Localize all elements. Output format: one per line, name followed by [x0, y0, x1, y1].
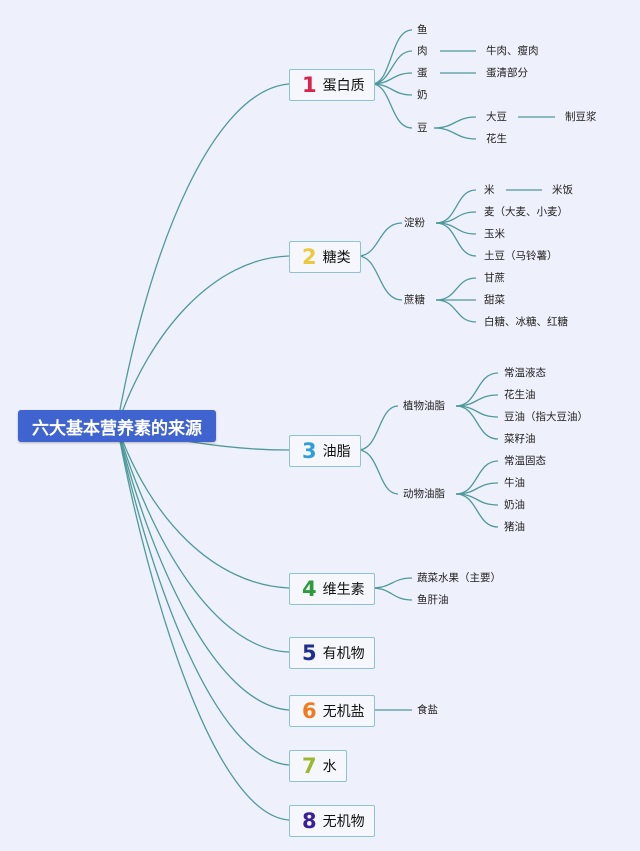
root-node[interactable]: 六大基本营养素的来源 [18, 410, 216, 442]
node-soy-oil[interactable]: 豆油（指大豆油） [504, 411, 588, 423]
category-sugar[interactable]: 2 糖类 [289, 241, 361, 273]
category-label: 无机物 [322, 814, 365, 830]
category-vitamin[interactable]: 4 维生素 [289, 573, 375, 605]
category-label: 有机物 [322, 646, 365, 662]
category-label: 蛋白质 [322, 78, 365, 94]
node-animal-fat[interactable]: 动物油脂 [403, 488, 445, 500]
node-sugars[interactable]: 白糖、冰糖、红糖 [484, 316, 568, 328]
node-corn[interactable]: 玉米 [484, 228, 505, 240]
node-sugarcane[interactable]: 甘蔗 [484, 272, 505, 284]
node-butter[interactable]: 牛油 [504, 477, 525, 489]
node-rice-detail[interactable]: 米饭 [552, 184, 573, 196]
node-wheat[interactable]: 麦（大麦、小麦） [484, 206, 568, 218]
node-animal-state[interactable]: 常温固态 [504, 455, 546, 467]
category-number: 8 [302, 808, 317, 833]
node-cream[interactable]: 奶油 [504, 499, 525, 511]
category-water[interactable]: 7 水 [289, 750, 347, 782]
category-number: 3 [302, 438, 317, 463]
category-label: 油脂 [322, 444, 351, 460]
category-protein[interactable]: 1 蛋白质 [289, 69, 375, 101]
node-bean[interactable]: 豆 [417, 122, 428, 134]
node-fish[interactable]: 鱼 [417, 24, 428, 36]
node-starch[interactable]: 淀粉 [404, 217, 425, 229]
node-potato[interactable]: 土豆（马铃薯） [484, 250, 558, 262]
node-egg-detail[interactable]: 蛋清部分 [486, 67, 528, 79]
category-label: 维生素 [322, 582, 365, 598]
node-milk[interactable]: 奶 [417, 89, 428, 101]
category-number: 4 [302, 576, 317, 601]
node-rice[interactable]: 米 [484, 184, 495, 196]
node-beet[interactable]: 甜菜 [484, 294, 505, 306]
category-number: 6 [302, 698, 317, 723]
category-label: 水 [322, 759, 337, 775]
node-veg-fruit[interactable]: 蔬菜水果（主要） [417, 572, 501, 584]
category-label: 无机盐 [322, 704, 365, 720]
category-number: 1 [302, 72, 317, 97]
node-rapeseed-oil[interactable]: 菜籽油 [504, 433, 536, 445]
node-plant-fat[interactable]: 植物油脂 [403, 400, 445, 412]
category-organic[interactable]: 5 有机物 [289, 637, 375, 669]
node-cod-liver-oil[interactable]: 鱼肝油 [417, 594, 449, 606]
node-soybean[interactable]: 大豆 [486, 111, 507, 123]
node-sucrose[interactable]: 蔗糖 [404, 294, 425, 306]
category-number: 5 [302, 640, 317, 665]
node-lard[interactable]: 猪油 [504, 521, 525, 533]
category-mineral-salt[interactable]: 6 无机盐 [289, 695, 375, 727]
node-meat[interactable]: 肉 [417, 45, 428, 57]
category-number: 2 [302, 244, 317, 269]
node-meat-detail[interactable]: 牛肉、瘦肉 [486, 45, 539, 57]
node-table-salt[interactable]: 食盐 [417, 704, 438, 716]
node-peanut[interactable]: 花生 [486, 133, 507, 145]
node-egg[interactable]: 蛋 [417, 67, 428, 79]
category-inorganic[interactable]: 8 无机物 [289, 805, 375, 837]
category-label: 糖类 [322, 250, 351, 266]
node-peanut-oil[interactable]: 花生油 [504, 389, 536, 401]
category-fat[interactable]: 3 油脂 [289, 435, 361, 467]
node-plant-state[interactable]: 常温液态 [504, 367, 546, 379]
node-soymilk[interactable]: 制豆浆 [565, 111, 597, 123]
category-number: 7 [302, 753, 317, 778]
